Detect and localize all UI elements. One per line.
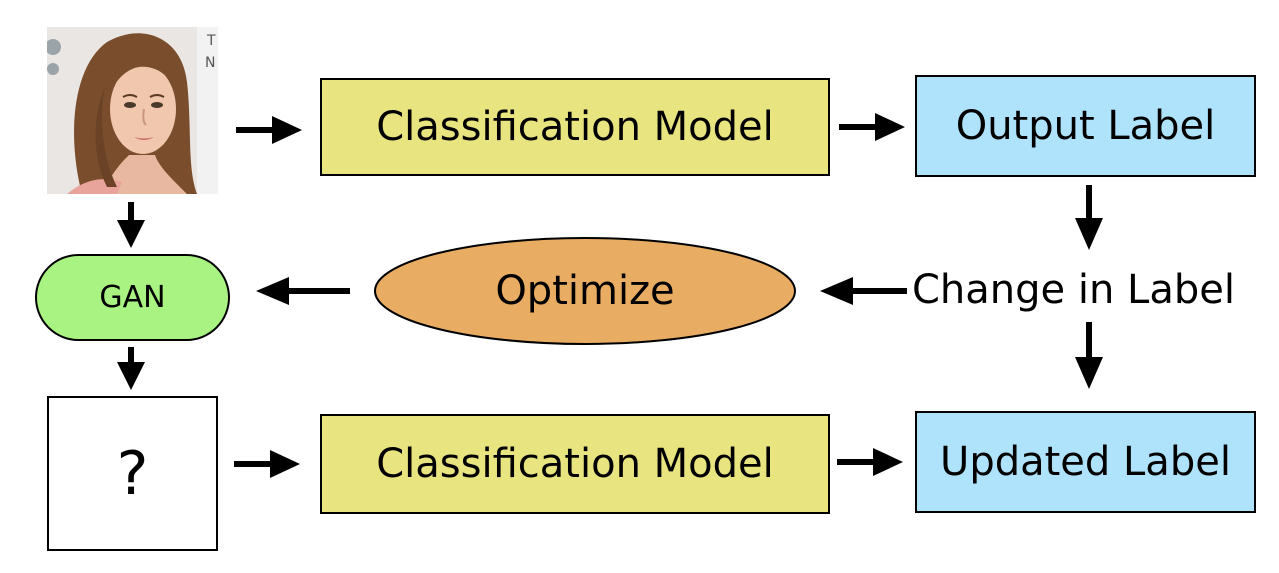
face-photo-illustration: T N (47, 27, 218, 194)
optimize-label-wrap: Optimize (372, 236, 798, 346)
arrow-image-to-gan (117, 202, 145, 248)
optimize-node (374, 237, 796, 345)
question-mark: ? (116, 438, 149, 509)
arrow-output-to-change (1075, 185, 1103, 250)
optimize-label: Optimize (495, 268, 675, 314)
arrow-classifier-to-output (839, 113, 905, 141)
input-face-image: T N (47, 27, 218, 194)
arrow-gan-to-generated (117, 347, 145, 390)
arrow-optimize-to-gan (256, 277, 350, 305)
change-in-label-text: Change in Label (912, 267, 1235, 313)
classification-model-bottom: Classification Model (320, 414, 830, 514)
classification-model-top: Classification Model (320, 78, 830, 176)
arrow-change-to-optimize (820, 277, 907, 305)
arrow-image-to-classifier (236, 116, 302, 144)
change-in-label: Change in Label (912, 262, 1268, 318)
gan-node: GAN (35, 254, 230, 341)
arrow-change-to-updated (1075, 322, 1103, 389)
gan-label: GAN (99, 280, 166, 315)
svg-text:T: T (206, 33, 216, 49)
generated-image-placeholder: ? (47, 396, 218, 551)
classification-model-top-label: Classification Model (376, 104, 774, 150)
classification-model-bottom-label: Classification Model (376, 441, 774, 487)
updated-label-text: Updated Label (940, 439, 1231, 485)
output-label-box: Output Label (915, 75, 1256, 177)
svg-text:N: N (205, 55, 215, 71)
updated-label-box: Updated Label (915, 411, 1256, 513)
arrow-classifier-to-updated (837, 448, 903, 476)
arrow-generated-to-classifier (234, 450, 300, 478)
output-label-text: Output Label (955, 103, 1216, 149)
